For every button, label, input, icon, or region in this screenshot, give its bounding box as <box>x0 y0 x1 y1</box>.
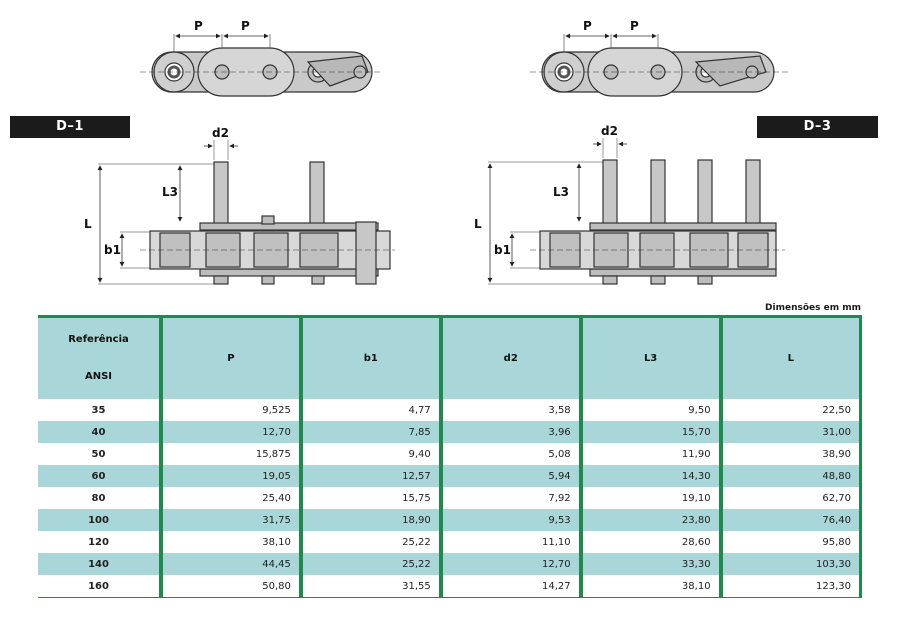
cell-l3: 33,30 <box>578 553 721 575</box>
cell-reference: 140 <box>38 553 161 575</box>
cell-p: 31,75 <box>159 509 301 531</box>
header-reference-label: Referência <box>68 333 129 345</box>
cell-b1: 25,22 <box>298 553 441 575</box>
pitch-label-d1-1: P <box>194 19 203 33</box>
cell-l3: 28,60 <box>578 531 721 553</box>
cell-p: 9,525 <box>159 399 301 421</box>
cell-reference: 160 <box>38 575 161 598</box>
chain-drawings: P P P P d2 d2 L3 L3 L L b1 b1 <box>0 0 903 300</box>
cell-reference: 100 <box>38 509 161 531</box>
cell-d2: 14,27 <box>438 575 581 598</box>
b1-label-d1: b1 <box>104 243 121 257</box>
header-d2: d2 <box>438 315 581 399</box>
cell-l3: 11,90 <box>578 443 721 465</box>
cell-b1: 15,75 <box>298 487 441 509</box>
header-ansi-label: ANSI <box>84 370 113 382</box>
cell-d2: 7,92 <box>438 487 581 509</box>
cell-l: 76,40 <box>718 509 862 531</box>
table-header-row: Referência ANSI P b1 d2 L3 L <box>38 315 862 399</box>
header-b1: b1 <box>298 315 441 399</box>
l3-label-d3: L3 <box>553 185 569 199</box>
header-l3: L3 <box>578 315 721 399</box>
variant-tag-d3: D–3 <box>757 116 878 138</box>
cell-l: 48,80 <box>718 465 862 487</box>
pitch-label-d3-2: P <box>630 19 639 33</box>
cell-b1: 4,77 <box>298 399 441 421</box>
cell-l3: 15,70 <box>578 421 721 443</box>
cell-l3: 38,10 <box>578 575 721 598</box>
header-p: P <box>159 315 301 399</box>
cell-b1: 12,57 <box>298 465 441 487</box>
cell-l: 22,50 <box>718 399 862 421</box>
cell-l: 38,90 <box>718 443 862 465</box>
cell-d2: 5,08 <box>438 443 581 465</box>
header-l: L <box>718 315 862 399</box>
d1-top-view <box>140 33 380 97</box>
cell-d2: 5,94 <box>438 465 581 487</box>
cell-d2: 9,53 <box>438 509 581 531</box>
cell-reference: 35 <box>91 404 106 416</box>
units-note: Dimensões em mm <box>765 303 861 313</box>
cell-b1: 9,40 <box>298 443 441 465</box>
pitch-label-d1-2: P <box>241 19 250 33</box>
cell-l: 103,30 <box>718 553 862 575</box>
cell-reference: 40 <box>38 421 161 443</box>
variant-tag-d1: D–1 <box>10 116 130 138</box>
d2-label-d1: d2 <box>212 126 229 140</box>
cell-d2: 3,58 <box>438 399 581 421</box>
l3-label-d1: L3 <box>162 185 178 199</box>
cell-p: 19,05 <box>159 465 301 487</box>
cell-l: 62,70 <box>718 487 862 509</box>
cell-p: 15,875 <box>159 443 301 465</box>
cell-l: 123,30 <box>718 575 862 598</box>
cell-l3: 14,30 <box>578 465 721 487</box>
cell-p: 50,80 <box>159 575 301 598</box>
cell-d2: 11,10 <box>438 531 581 553</box>
cell-b1: 31,55 <box>298 575 441 598</box>
d3-side-view <box>487 138 785 285</box>
cell-b1: 25,22 <box>298 531 441 553</box>
cell-d2: 12,70 <box>438 553 581 575</box>
b1-label-d3: b1 <box>494 243 511 257</box>
cell-reference: 50 <box>91 448 106 460</box>
l-label-d3: L <box>474 217 482 231</box>
cell-l: 95,80 <box>718 531 862 553</box>
d2-label-d3: d2 <box>601 124 618 138</box>
cell-l3: 19,10 <box>578 487 721 509</box>
d3-top-view <box>530 33 790 97</box>
cell-reference: 120 <box>88 536 109 548</box>
cell-reference: 60 <box>38 465 161 487</box>
cell-p: 25,40 <box>159 487 301 509</box>
cell-l3: 23,80 <box>578 509 721 531</box>
cell-b1: 18,90 <box>298 509 441 531</box>
d1-side-view <box>97 140 395 285</box>
header-reference: Referência ANSI <box>38 315 161 399</box>
cell-b1: 7,85 <box>298 421 441 443</box>
cell-p: 38,10 <box>159 531 301 553</box>
cell-d2: 3,96 <box>438 421 581 443</box>
pitch-label-d3-1: P <box>583 19 592 33</box>
cell-l3: 9,50 <box>578 399 721 421</box>
cell-reference: 80 <box>91 492 106 504</box>
technical-drawing: P P P P d2 d2 L3 L3 L L b1 b1 <box>84 19 790 285</box>
cell-p: 12,70 <box>159 421 301 443</box>
cell-l: 31,00 <box>718 421 862 443</box>
cell-p: 44,45 <box>159 553 301 575</box>
l-label-d1: L <box>84 217 92 231</box>
